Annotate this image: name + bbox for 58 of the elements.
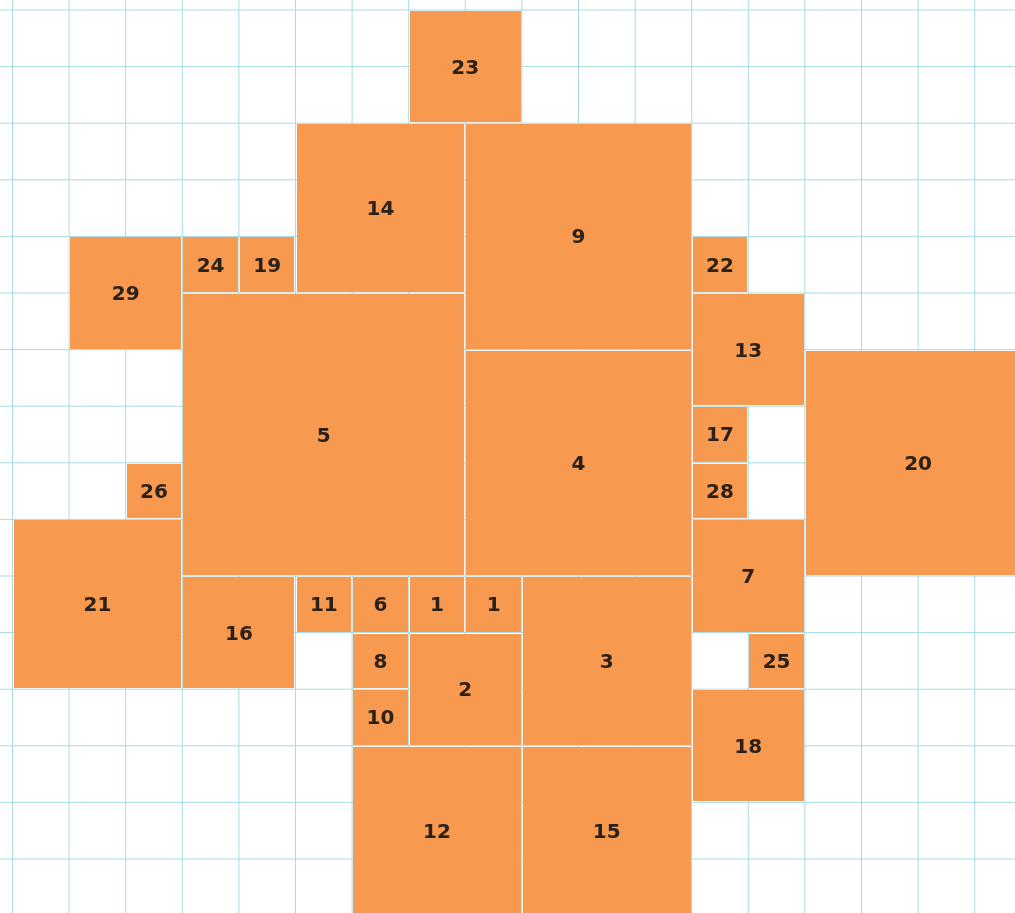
square-tile bbox=[692, 463, 748, 519]
tile-number: 9 bbox=[571, 224, 586, 249]
square-tile bbox=[692, 294, 804, 406]
square-tile bbox=[805, 350, 1015, 575]
tile-number: 17 bbox=[706, 422, 734, 447]
tile-number: 15 bbox=[592, 818, 621, 843]
tile-number: 14 bbox=[366, 196, 395, 221]
square-tile bbox=[183, 577, 295, 689]
tile-number: 13 bbox=[734, 337, 763, 362]
tile-number: 22 bbox=[706, 252, 734, 277]
tile-number: 1 bbox=[486, 592, 501, 617]
tile-number: 26 bbox=[140, 479, 168, 504]
tile-number: 29 bbox=[111, 281, 140, 305]
square-tile bbox=[466, 577, 521, 632]
square-tile bbox=[466, 124, 691, 349]
tile-number: 25 bbox=[762, 648, 791, 673]
square-tile bbox=[239, 237, 295, 292]
square-tile bbox=[296, 124, 465, 292]
square-tile bbox=[126, 463, 182, 519]
square-tile bbox=[522, 577, 691, 745]
tile-number: 6 bbox=[373, 592, 388, 617]
tile-number: 21 bbox=[83, 592, 112, 617]
square-tile bbox=[70, 237, 182, 349]
tile-number: 16 bbox=[224, 620, 253, 645]
square-tile bbox=[692, 407, 748, 462]
square-tile bbox=[183, 294, 465, 575]
square-tile bbox=[353, 577, 408, 632]
tile-number: 12 bbox=[423, 818, 451, 843]
tile-number: 20 bbox=[904, 450, 932, 475]
tile-number: 18 bbox=[734, 733, 763, 758]
tile-number: 3 bbox=[599, 648, 614, 673]
square-tile bbox=[409, 577, 465, 632]
square-tile bbox=[749, 633, 804, 689]
square-tile bbox=[353, 633, 408, 689]
tile-number: 19 bbox=[253, 252, 282, 277]
square-tile bbox=[692, 520, 804, 632]
tile-number: 7 bbox=[741, 564, 756, 588]
tile-number: 23 bbox=[451, 54, 480, 79]
tile-number: 28 bbox=[706, 479, 734, 504]
square-tile bbox=[353, 746, 521, 913]
square-tile bbox=[183, 237, 238, 292]
tile-number: 24 bbox=[196, 252, 225, 277]
square-tile bbox=[353, 690, 408, 745]
tile-number: 4 bbox=[571, 450, 586, 475]
square-tile bbox=[296, 577, 352, 632]
square-tile bbox=[466, 350, 691, 575]
square-tile bbox=[409, 11, 521, 123]
square-tile bbox=[13, 520, 182, 689]
tile-number: 10 bbox=[366, 705, 395, 730]
tile-number: 8 bbox=[373, 648, 388, 673]
square-tile bbox=[692, 690, 804, 802]
square-tile bbox=[522, 746, 691, 913]
tile-number: 11 bbox=[309, 592, 338, 617]
tile-number: 5 bbox=[316, 422, 331, 447]
square-tile bbox=[409, 633, 521, 745]
tile-number: 2 bbox=[458, 677, 473, 702]
tile-number: 1 bbox=[430, 592, 444, 617]
square-tile bbox=[692, 237, 748, 292]
